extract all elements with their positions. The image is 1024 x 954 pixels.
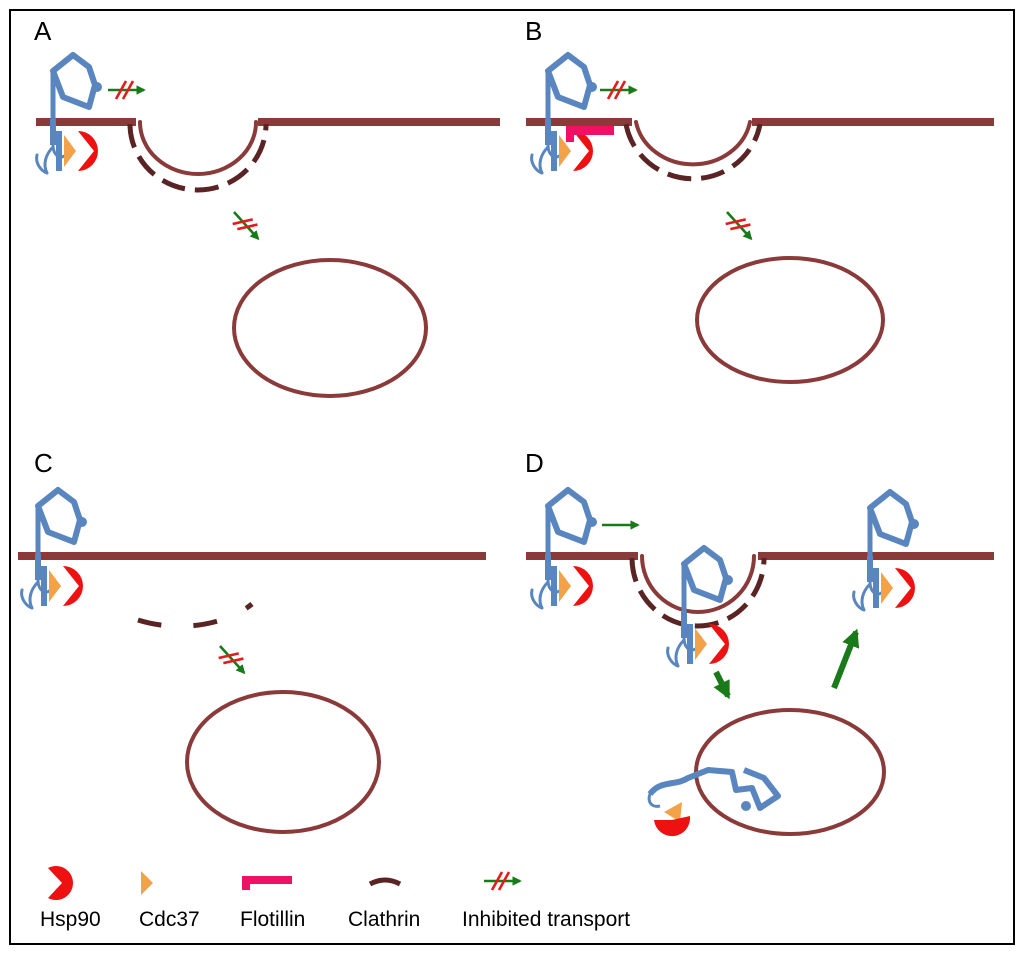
receptor-complex xyxy=(22,490,87,608)
panel-c: C xyxy=(18,448,486,834)
endosome xyxy=(695,256,885,384)
legend-label-hsp90: Hsp90 xyxy=(40,908,101,931)
membrane-pit xyxy=(138,120,258,176)
membrane-pit xyxy=(640,554,756,614)
recycling-arrow xyxy=(831,628,860,690)
flotillin-bar xyxy=(566,126,614,135)
legend-item-hsp90: Hsp90 xyxy=(40,866,101,931)
clathrin-coat xyxy=(127,123,269,193)
legend-label-inhibited-transport: Inhibited transport xyxy=(462,908,630,931)
legend-item-clathrin: Clathrin xyxy=(348,877,420,931)
cdc37-icon xyxy=(141,871,153,895)
inhibited-endocytosis-arrow xyxy=(227,206,264,245)
membrane-pit xyxy=(634,120,752,167)
legend-item-inhibited-transport: Inhibited transport xyxy=(462,872,630,931)
endosome xyxy=(232,258,428,398)
endosome xyxy=(185,690,381,834)
legend: Hsp90 Cdc37 Flotillin Clathrin Inhibited… xyxy=(40,866,630,931)
flotillin-bar-end xyxy=(566,126,574,142)
panel-letter-a: A xyxy=(34,16,52,46)
panel-d: D xyxy=(525,448,994,837)
inhibited-transport-arrow xyxy=(108,81,144,99)
receptor-complex xyxy=(37,55,102,173)
inhibited-endocytosis-arrow xyxy=(213,640,250,679)
clathrin-scattered xyxy=(137,602,254,629)
clathrin-coat xyxy=(629,557,767,629)
panel-b: B xyxy=(525,16,994,384)
receptor-complex xyxy=(532,55,597,173)
inhibited-transport-arrow xyxy=(600,81,636,99)
receptor-complex-recycled xyxy=(854,492,919,610)
legend-item-cdc37: Cdc37 xyxy=(139,871,200,931)
panel-letter-d: D xyxy=(525,448,544,478)
legend-label-clathrin: Clathrin xyxy=(348,908,420,931)
flotillin-icon xyxy=(242,876,292,884)
inhibited-transport-icon xyxy=(484,872,520,890)
receptor-complex-surface xyxy=(532,490,597,608)
panel-letter-b: B xyxy=(525,16,542,46)
endocytosis-arrow xyxy=(713,670,731,700)
panel-a: A xyxy=(34,16,500,398)
clathrin-icon xyxy=(368,877,402,887)
hsp90-icon xyxy=(48,866,74,901)
legend-label-cdc37: Cdc37 xyxy=(139,908,200,931)
legend-item-flotillin: Flotillin xyxy=(240,876,305,931)
panel-letter-c: C xyxy=(34,448,53,478)
degrading-receptor-complex xyxy=(647,767,781,837)
clathrin-coat xyxy=(623,123,763,182)
inhibited-endocytosis-arrow xyxy=(720,206,757,245)
legend-label-flotillin: Flotillin xyxy=(240,908,305,931)
figure-frame xyxy=(9,9,1015,945)
